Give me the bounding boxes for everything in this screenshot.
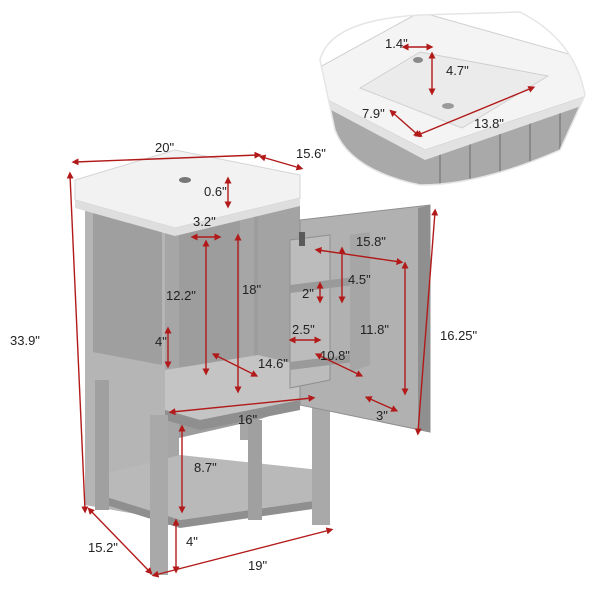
vanity-cabinet — [74, 149, 431, 575]
label-faucet-to-basin: 4.7" — [446, 63, 469, 78]
front-left-post — [165, 205, 179, 525]
door-rack-front — [350, 232, 370, 372]
label-total-height: 33.9" — [10, 333, 40, 348]
label-interior-height: 18" — [242, 282, 261, 297]
front-left-leg — [150, 415, 168, 575]
label-door-thickness: 3" — [376, 408, 388, 423]
label-leg-height: 4" — [186, 534, 198, 549]
label-interior-width: 16" — [238, 412, 257, 427]
door-hinge-top — [299, 232, 305, 246]
back-left-leg — [95, 380, 109, 510]
label-base-width: 19" — [248, 558, 267, 573]
label-pipe-opening: 3.2" — [193, 214, 216, 229]
label-basin-width: 13.8" — [474, 116, 504, 131]
door-edge — [418, 205, 430, 432]
label-rack-upper: 4.5" — [348, 272, 371, 287]
label-top-width: 20" — [155, 140, 174, 155]
label-top-depth: 15.6" — [296, 146, 326, 161]
inset-sink-edge — [320, 95, 585, 160]
label-shelf-height: 8.7" — [194, 460, 217, 475]
label-rack-depth: 2.5" — [292, 322, 315, 337]
inset-drain — [442, 103, 454, 109]
label-rack-height: 11.8" — [360, 322, 389, 337]
label-top-thickness: 0.6" — [204, 184, 227, 199]
label-door-height: 16.25" — [440, 328, 478, 343]
left-side-inset — [93, 205, 162, 365]
label-rack-width: 10.8" — [320, 348, 350, 363]
sink-top-edge — [75, 198, 300, 236]
dimension-lines — [66, 43, 536, 578]
faucet-hole — [179, 177, 191, 183]
sink-closeup-inset — [319, 11, 586, 186]
label-rack-shelf-gap: 2" — [302, 286, 314, 301]
inset-faucet-hole — [413, 57, 423, 63]
front-right-leg — [312, 400, 330, 525]
back-right-leg — [248, 420, 262, 520]
label-interior-lower: 4" — [155, 334, 167, 349]
dimension-labels: 1.4" 4.7" 7.9" 13.8" 20" 15.6" 33.9" 0.6… — [10, 36, 504, 573]
label-basin-depth: 7.9" — [362, 106, 385, 121]
label-base-depth: 15.2" — [88, 540, 118, 555]
label-interior-depth: 14.6" — [258, 356, 288, 371]
label-faucet-hole: 1.4" — [385, 36, 408, 51]
label-left-opening-height: 12.2" — [166, 288, 196, 303]
label-door-rack-width: 15.8" — [356, 234, 386, 249]
